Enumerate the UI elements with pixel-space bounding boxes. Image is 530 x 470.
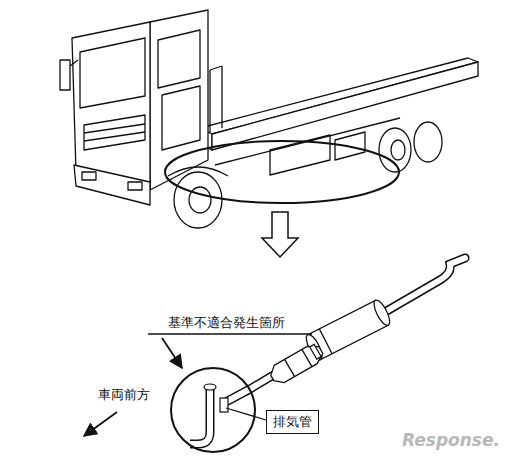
watermark: Response. — [402, 430, 500, 450]
direction-label: 車両前方 — [98, 386, 150, 404]
highlight-ellipse — [165, 141, 399, 203]
down-arrow — [262, 212, 298, 257]
highlight-circle — [171, 368, 255, 452]
callout-label: 基準不適合発生箇所 — [168, 314, 285, 332]
direction-arrow — [84, 412, 117, 436]
leader-line — [148, 333, 312, 334]
part-name: 排気管 — [273, 413, 312, 431]
truck — [60, 10, 478, 228]
leader-line — [226, 408, 266, 420]
exhaust-system — [190, 258, 465, 444]
leader-arrow — [162, 338, 182, 368]
part-label-box: 排気管 — [266, 410, 319, 434]
